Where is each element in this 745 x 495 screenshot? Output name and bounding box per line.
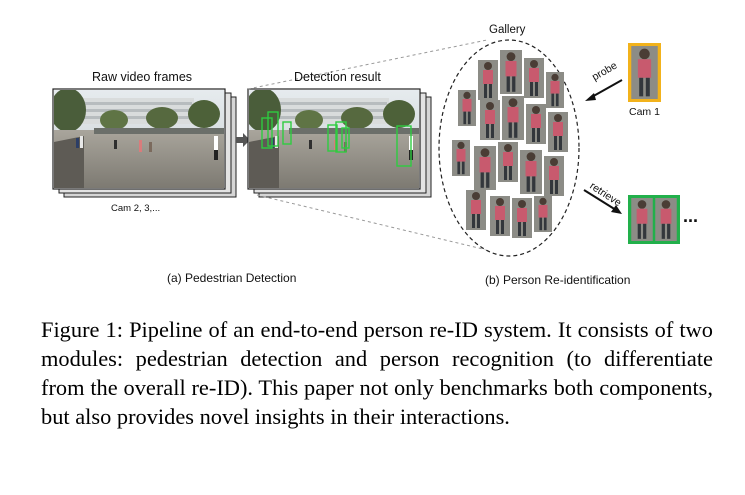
gallery-label: Gallery xyxy=(489,24,526,36)
gallery xyxy=(438,39,580,257)
probe-image xyxy=(628,43,661,102)
retrieved-results xyxy=(628,195,680,244)
subcaption-a: (a) Pedestrian Detection xyxy=(167,271,297,285)
retrieve-arrow xyxy=(583,189,617,211)
raw-frames-label: Raw video frames xyxy=(92,70,193,84)
raw-frame-image xyxy=(54,90,224,188)
detection-frames-stack xyxy=(247,88,432,198)
figure-1: Raw video frames Cam 2, 3,... Detection … xyxy=(52,24,699,287)
projection-lines xyxy=(247,39,488,251)
probe-arrowhead xyxy=(585,93,596,101)
pipeline-arrow xyxy=(236,133,250,147)
figure-caption: Figure 1: Pipeline of an end-to-end pers… xyxy=(41,317,713,429)
cams-label: Cam 2, 3,... xyxy=(111,203,161,214)
cam1-label: Cam 1 xyxy=(629,106,660,118)
raw-frames-stack xyxy=(52,88,237,198)
detection-boxes xyxy=(261,111,412,167)
subcaption-b: (b) Person Re-identification xyxy=(485,273,631,287)
figure-graphic xyxy=(52,39,680,257)
detection-label: Detection result xyxy=(294,70,381,84)
results-ellipsis: ... xyxy=(683,206,699,226)
probe-arrow xyxy=(589,79,623,99)
retrieve-arrowhead xyxy=(611,205,622,214)
detection-frame-image xyxy=(249,90,419,188)
